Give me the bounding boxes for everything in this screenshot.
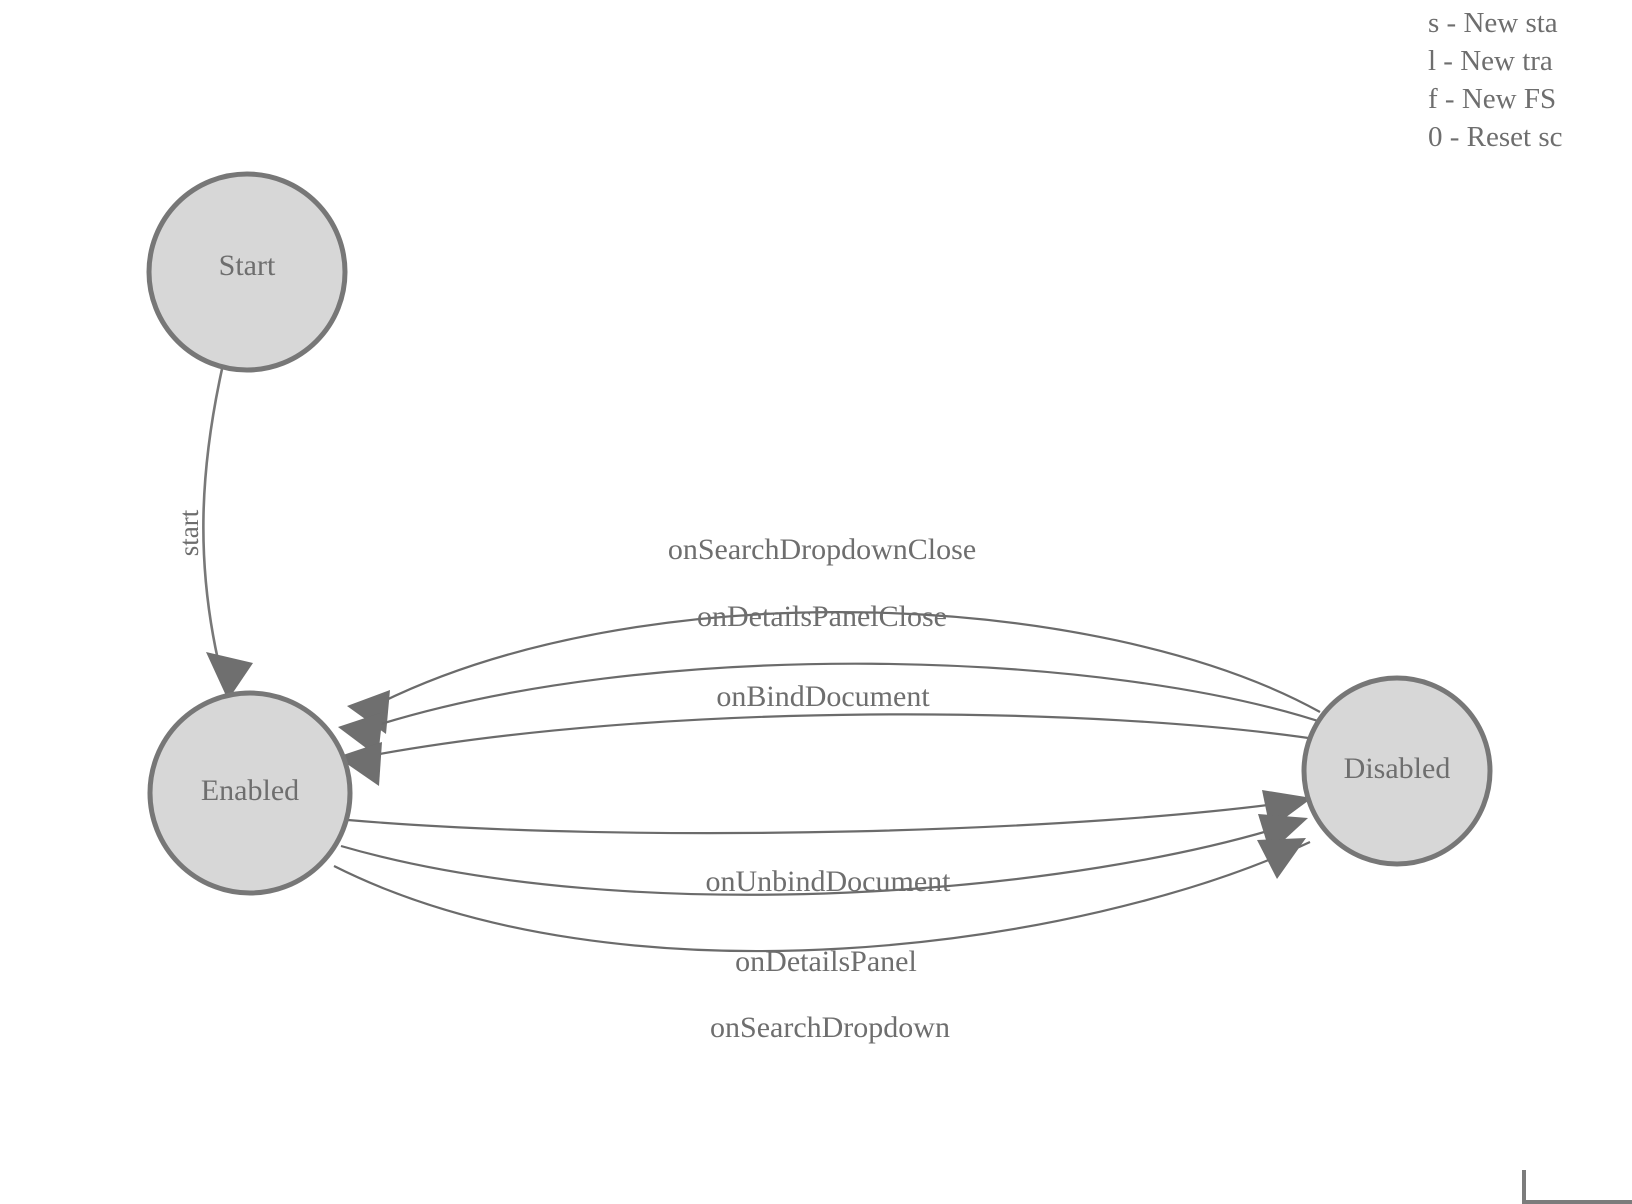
transition-onDetailsPanelClose[interactable]: onDetailsPanelClose: [338, 600, 1331, 757]
node-disabled[interactable]: Disabled: [1301, 675, 1493, 867]
node-start-label: Start: [219, 249, 276, 282]
transition-start[interactable]: start: [174, 368, 253, 700]
transition-onUnbindDocument[interactable]: onUnbindDocument: [347, 790, 1312, 898]
transition-onSearchDropdown-arrowhead: [1257, 838, 1306, 879]
transition-start-label: start: [174, 509, 204, 556]
help-line-new-fsm: f - New FS: [1428, 83, 1557, 115]
transition-onBindDocument[interactable]: onBindDocument: [337, 680, 1323, 786]
help-overlay: s - New sta l - New tra f - New FS 0 - R…: [1428, 0, 1632, 156]
transition-onBindDocument-label: onBindDocument: [716, 680, 930, 713]
node-enabled-label: Enabled: [201, 774, 299, 807]
node-disabled-label: Disabled: [1344, 752, 1451, 785]
panel-corner[interactable]: [1522, 1170, 1632, 1204]
transition-onSearchDropdownClose[interactable]: onSearchDropdownClose: [347, 533, 1321, 734]
transition-onSearchDropdown-line: [333, 841, 1311, 953]
transition-onSearchDropdown-label: onSearchDropdown: [710, 1011, 950, 1044]
transition-onDetailsPanelClose-label: onDetailsPanelClose: [697, 600, 947, 633]
transition-onDetailsPanel-line: [340, 818, 1304, 896]
node-disabled-circle[interactable]: [1301, 675, 1493, 867]
help-line-reset: 0 - Reset sc: [1428, 121, 1563, 153]
transition-onSearchDropdown[interactable]: onSearchDropdown: [333, 838, 1311, 1044]
transition-onDetailsPanelClose-line: [361, 662, 1331, 732]
transition-onSearchDropdownClose-line: [371, 611, 1321, 713]
help-line-new-state: s - New sta: [1428, 7, 1558, 39]
node-start[interactable]: Start: [146, 171, 348, 373]
transition-onBindDocument-line: [357, 713, 1323, 760]
transition-onUnbindDocument-line: [347, 798, 1306, 835]
transition-onSearchDropdownClose-label: onSearchDropdownClose: [668, 533, 976, 566]
node-enabled[interactable]: Enabled: [147, 690, 353, 896]
node-enabled-circle[interactable]: [147, 690, 353, 896]
transition-onBindDocument-arrowhead: [337, 742, 382, 786]
transition-start-arrowhead: [206, 652, 253, 700]
node-start-circle[interactable]: [146, 171, 348, 373]
transition-start-line: [202, 368, 224, 661]
help-line-new-transition: l - New tra: [1428, 45, 1553, 77]
